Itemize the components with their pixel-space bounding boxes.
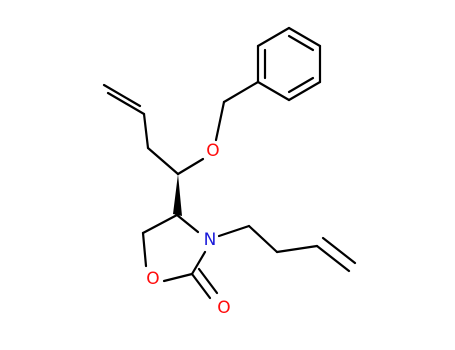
bond xyxy=(190,272,212,300)
double-bond-inner xyxy=(287,34,315,52)
bond xyxy=(287,26,322,48)
bond xyxy=(162,272,194,283)
double-bond-inner xyxy=(287,76,315,94)
oxazolidinone-ring xyxy=(141,213,207,283)
bond xyxy=(256,26,291,48)
bond xyxy=(106,91,146,116)
benzene-ring xyxy=(256,26,322,102)
bond xyxy=(214,100,226,142)
ring-oxygen-label: O xyxy=(146,269,159,289)
bond xyxy=(176,157,205,176)
bond xyxy=(256,80,291,102)
bond xyxy=(287,80,322,102)
bond xyxy=(217,224,251,238)
bond xyxy=(247,224,279,254)
carbonyl-oxygen-label: O xyxy=(217,298,230,318)
bond xyxy=(190,250,207,276)
double-bond-inner xyxy=(102,83,142,108)
double-bond-inner xyxy=(197,267,219,295)
bond xyxy=(142,112,150,150)
bond xyxy=(146,146,180,176)
bond xyxy=(222,80,260,104)
bond xyxy=(315,244,351,273)
double-bond-inner xyxy=(321,236,357,265)
stereo-wedge-bond xyxy=(173,174,182,216)
ring-nitrogen-label: N xyxy=(204,230,217,250)
bond xyxy=(175,213,200,234)
bond xyxy=(141,231,148,268)
bond xyxy=(141,213,179,235)
bond xyxy=(275,244,319,254)
ether-oxygen-label: O xyxy=(206,141,219,161)
